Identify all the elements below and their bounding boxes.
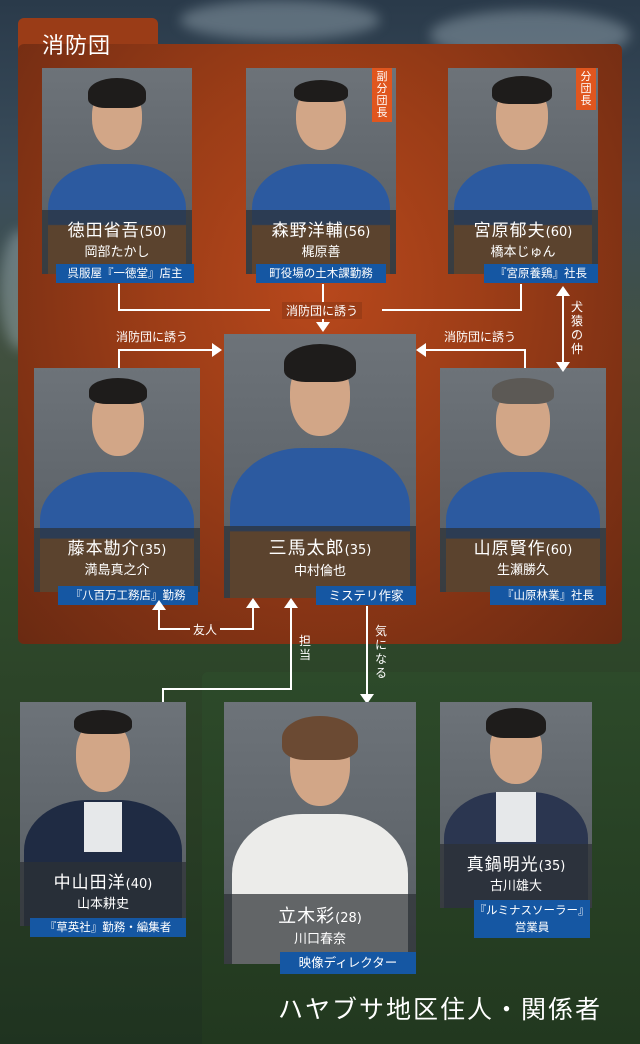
connector-line: [524, 349, 526, 368]
arrow-head-down: [316, 322, 330, 332]
connector-line: [252, 608, 254, 630]
character-age: (50): [139, 225, 167, 240]
actor-name: 古川雄大: [489, 879, 542, 894]
character-card-yamahara[interactable]: 山原賢作(60) 生瀬勝久: [440, 368, 606, 592]
character-name: 宮原郁夫: [473, 221, 546, 241]
occupation-tag-line: 営業員: [514, 920, 550, 934]
residents-title: ハヤブサ地区住人・関係者: [278, 995, 603, 1024]
arrow-head-down: [556, 362, 570, 372]
connector-line: [118, 349, 120, 368]
character-card-nakayamada[interactable]: 中山田洋(40) 山本耕史: [20, 702, 186, 926]
name-overlay: 藤本勘介(35) 満島真之介: [34, 528, 200, 592]
name-overlay: 真鍋明光(35) 古川雄大: [440, 844, 592, 908]
relation-label-interested: 気になる: [374, 624, 387, 680]
connector-line: [426, 349, 526, 351]
character-card-morino[interactable]: 森野洋輔(56) 梶原善: [246, 68, 396, 274]
arrow-head-up: [556, 286, 570, 296]
character-age: (35): [538, 859, 566, 874]
arrow-head-down: [360, 694, 374, 704]
name-overlay: 宮原郁夫(60) 橋本じゅん: [448, 210, 598, 274]
character-age: (28): [335, 911, 362, 926]
relation-label-rivalry: 犬猿の仲: [570, 300, 583, 356]
actor-name: 生瀬勝久: [496, 563, 549, 578]
name-overlay: 山原賢作(60) 生瀬勝久: [440, 528, 606, 592]
connector-line: [158, 608, 160, 628]
connector-line: [118, 349, 214, 351]
character-age: (60): [545, 225, 573, 240]
actor-name: 岡部たかし: [84, 245, 150, 260]
connector-line: [562, 294, 564, 364]
connector-line: [118, 309, 270, 311]
character-card-fujimoto[interactable]: 藤本勘介(35) 満島真之介: [34, 368, 200, 592]
actor-name: 満島真之介: [84, 563, 150, 578]
occupation-tag: ミステリ作家: [316, 586, 416, 605]
connector-line: [162, 688, 164, 702]
relation-label-invite: 消防団に誘う: [444, 330, 517, 344]
occupation-tag: 『山原林業』社長: [490, 586, 606, 605]
character-age: (35): [344, 543, 372, 558]
connector-line: [382, 309, 522, 311]
character-name: 山原賢作: [473, 539, 546, 559]
character-age: (56): [343, 225, 371, 240]
character-name: 藤本勘介: [67, 539, 140, 559]
name-overlay: 森野洋輔(56) 梶原善: [246, 210, 396, 274]
character-name: 徳田省吾: [67, 221, 140, 241]
fire-brigade-title: 消防団: [42, 34, 112, 59]
connector-line: [290, 606, 292, 690]
occupation-tag: 町役場の土木課勤務: [256, 264, 386, 283]
role-badge-vice-chief: 副分団長: [372, 68, 392, 122]
actor-name: 山本耕史: [76, 897, 129, 912]
occupation-tag: 呉服屋『一徳堂』店主: [56, 264, 194, 283]
occupation-tag: 映像ディレクター: [280, 952, 416, 974]
relation-label-invite: 消防団に誘う: [116, 330, 189, 344]
connector-line: [366, 606, 368, 694]
character-name: 三馬太郎: [268, 538, 345, 559]
connector-line: [118, 284, 120, 310]
character-age: (35): [139, 543, 167, 558]
arrow-head-right: [212, 343, 222, 357]
relation-label-in-charge: 担当: [298, 634, 311, 662]
occupation-tag-line: 『ルミナスソーラー』: [474, 903, 590, 917]
character-name: 真鍋明光: [466, 855, 539, 875]
character-card-mima[interactable]: 三馬太郎(35) 中村倫也: [224, 334, 416, 598]
arrow-head-up: [284, 598, 298, 608]
occupation-tag: 『草英社』勤務・編集者: [30, 918, 186, 937]
actor-name: 梶原善: [301, 245, 341, 260]
arrow-head-up: [246, 598, 260, 608]
occupation-tag: 『宮原養鶏』社長: [484, 264, 598, 283]
relation-label-friend: 友人: [190, 621, 221, 638]
character-age: (40): [125, 877, 153, 892]
character-name: 立木彩: [278, 906, 336, 927]
connector-line: [520, 284, 522, 311]
character-card-tokuda[interactable]: 徳田省吾(50) 岡部たかし: [42, 68, 192, 274]
occupation-tag: 『八百万工務店』勤務: [58, 586, 198, 605]
character-age: (60): [545, 543, 573, 558]
arrow-head-up: [152, 600, 166, 610]
character-name: 中山田洋: [53, 873, 126, 893]
character-card-manabe[interactable]: 真鍋明光(35) 古川雄大: [440, 702, 592, 908]
actor-name: 中村倫也: [293, 564, 346, 579]
character-card-tachiki[interactable]: 立木彩(28) 川口春奈: [224, 702, 416, 964]
actor-name: 川口春奈: [293, 932, 346, 947]
character-card-miyahara[interactable]: 宮原郁夫(60) 橋本じゅん: [448, 68, 598, 274]
character-name: 森野洋輔: [271, 221, 344, 241]
role-badge-chief: 分団長: [576, 68, 596, 110]
relation-label-invite: 消防団に誘う: [282, 302, 363, 319]
name-overlay: 徳田省吾(50) 岡部たかし: [42, 210, 192, 274]
occupation-tag: 『ルミナスソーラー』 営業員: [474, 900, 590, 938]
arrow-head-left: [416, 343, 426, 357]
actor-name: 橋本じゅん: [490, 245, 556, 260]
connector-line: [162, 688, 292, 690]
name-overlay: 中山田洋(40) 山本耕史: [20, 862, 186, 926]
cloud-decoration: [180, 0, 380, 40]
